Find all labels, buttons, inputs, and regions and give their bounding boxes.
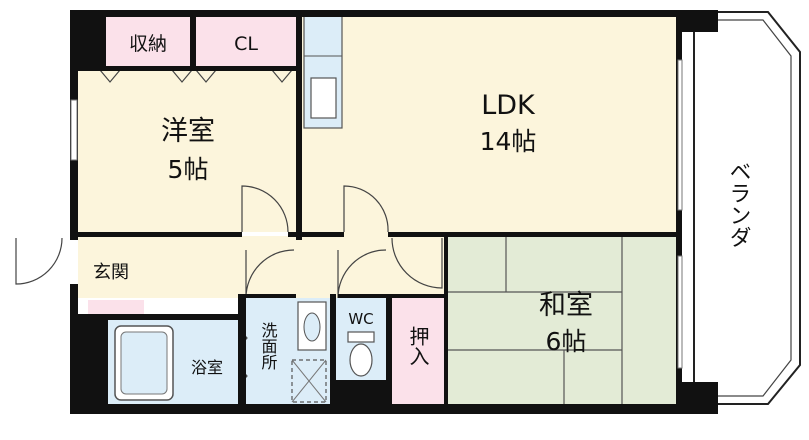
label-oshiire: 押入 <box>406 326 430 366</box>
label-western-size: 5帖 <box>168 155 209 184</box>
toilet-tank <box>347 331 375 343</box>
label-japanese-size: 6帖 <box>546 327 587 356</box>
label-bathroom: 浴室 <box>191 358 223 377</box>
oshiire-floor <box>392 298 444 406</box>
balcony-rail <box>701 19 792 397</box>
door-swings <box>15 69 443 385</box>
label-entrance: 玄関 <box>93 262 129 283</box>
tatami-lines <box>448 236 623 406</box>
bathtub-inner <box>120 331 168 395</box>
label-closet: CL <box>234 33 258 55</box>
washbasin-bowl <box>303 312 321 342</box>
kitchen-sink <box>310 77 337 119</box>
label-japanese-room: 和室 <box>539 290 593 321</box>
washer-tray <box>291 359 327 403</box>
washer-tray-diag2 <box>291 359 327 403</box>
western-room-floor <box>78 70 300 232</box>
label-washroom: 洗面所 <box>259 322 278 370</box>
entrance-shoebox <box>88 300 144 314</box>
japanese-room-floor <box>448 236 682 406</box>
label-ldk-size: 14帖 <box>480 127 537 156</box>
label-western-room: 洋室 <box>161 116 215 147</box>
storage-floor <box>106 17 190 70</box>
label-ldk: LDK <box>481 90 536 121</box>
ldk-floor <box>300 14 682 236</box>
toilet-bowl <box>349 343 373 377</box>
label-toilet: WC <box>348 310 373 328</box>
label-balcony: ベランダ <box>726 160 751 248</box>
closet-floor <box>196 17 296 70</box>
washbasin <box>297 301 327 351</box>
entrance-floor <box>78 236 144 298</box>
window-marks <box>70 59 683 369</box>
label-storage: 収納 <box>129 33 167 55</box>
